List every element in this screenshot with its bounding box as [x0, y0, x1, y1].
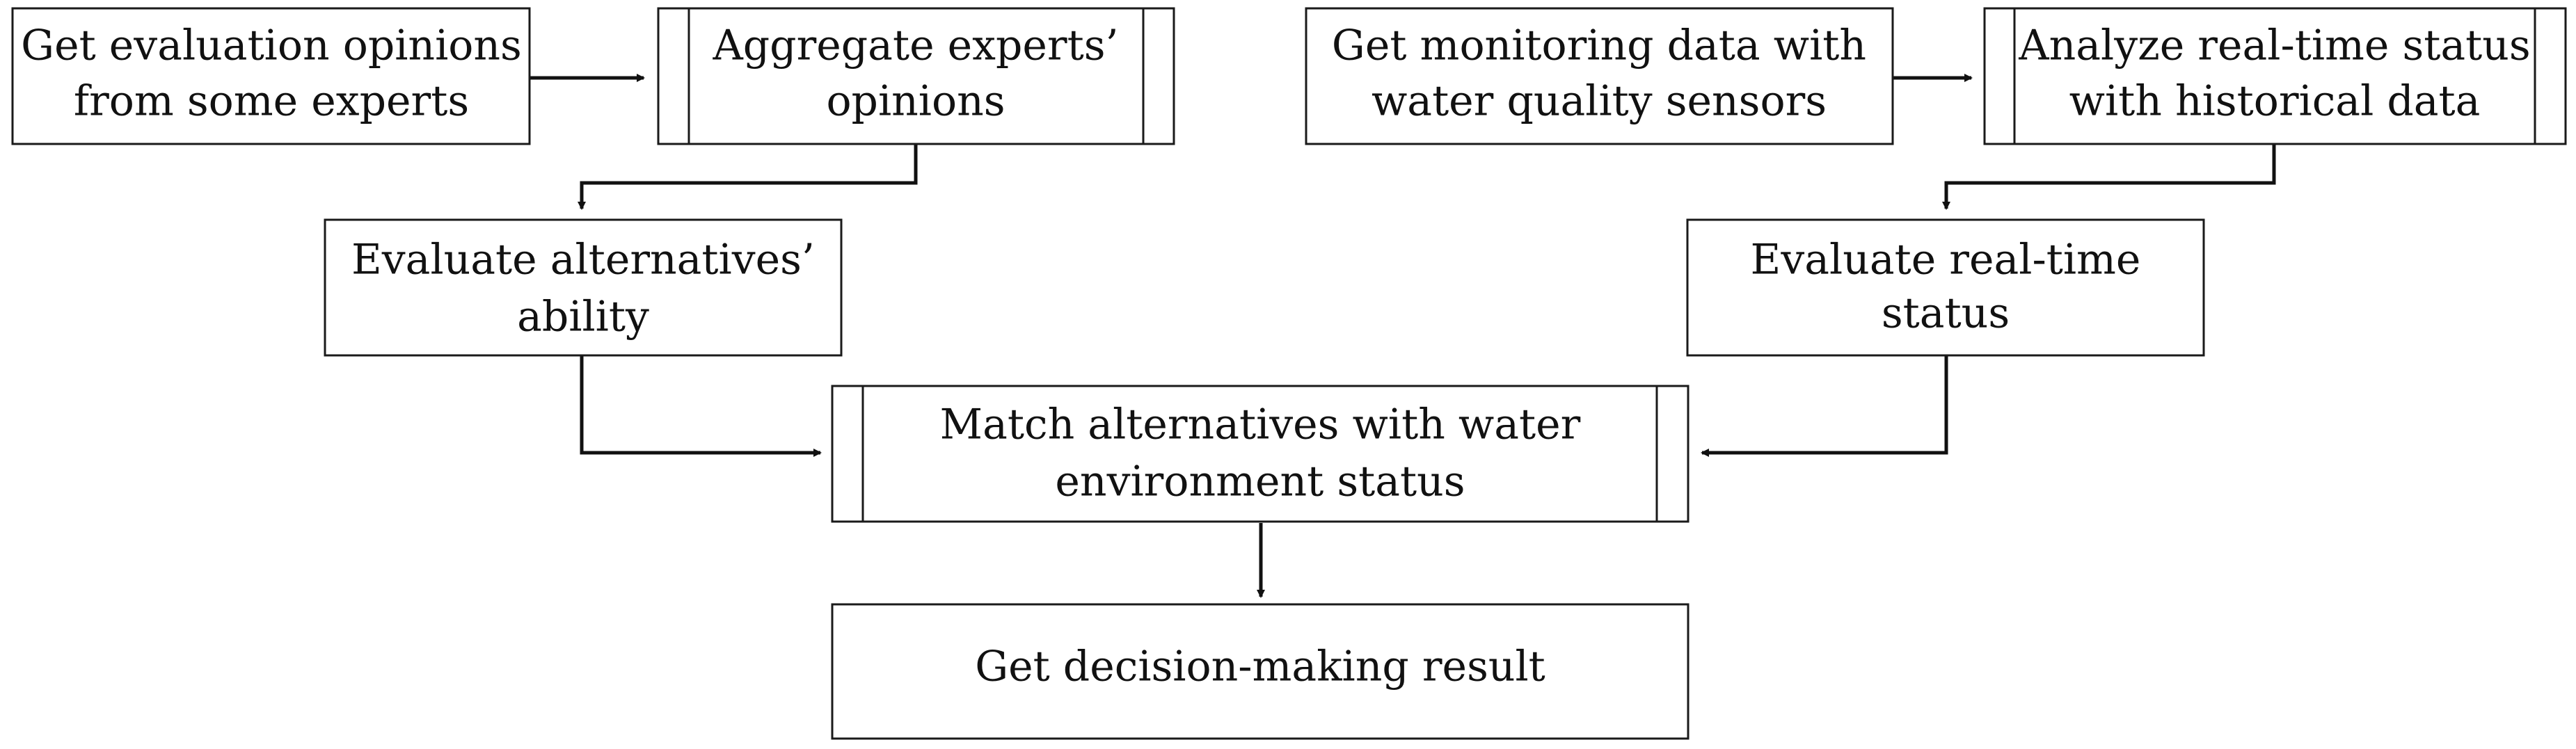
node-analyze-line-1: Analyze real-time status	[2018, 22, 2530, 70]
node-eval-alternatives-line-1: Evaluate alternatives’	[351, 236, 815, 284]
node-get-monitoring: Get monitoring data with water quality s…	[1305, 7, 1894, 145]
node-match-line-1: Match alternatives with water	[940, 401, 1581, 449]
edges	[530, 74, 2276, 598]
node-get-opinions: Get evaluation opinions from some expert…	[11, 7, 531, 145]
edge-eval-realtime-to-match	[1701, 356, 1948, 457]
node-get-monitoring-line-1: Get monitoring data with	[1332, 22, 1866, 70]
node-eval-realtime-line-2: status	[1882, 289, 2010, 338]
node-analyze: Analyze real-time status with historical…	[1983, 7, 2567, 145]
node-get-monitoring-line-2: water quality sensors	[1372, 77, 1827, 126]
node-eval-alternatives-line-2: ability	[517, 293, 649, 341]
node-aggregate: Aggregate experts’ opinions	[657, 7, 1175, 145]
node-result: Get decision-making result	[831, 603, 1689, 740]
node-eval-realtime-line-1: Evaluate real-time	[1751, 236, 2141, 284]
node-eval-alternatives: Evaluate alternatives’ ability	[324, 218, 843, 357]
node-get-opinions-line-2: from some experts	[74, 77, 469, 126]
node-aggregate-line-1: Aggregate experts’	[712, 22, 1118, 70]
edge-analyze-to-eval-realtime	[1942, 145, 2276, 210]
node-eval-realtime: Evaluate real-time status	[1686, 218, 2205, 357]
node-get-opinions-line-1: Get evaluation opinions	[21, 22, 522, 70]
node-match-line-2: environment status	[1055, 458, 1465, 506]
node-result-line-1: Get decision-making result	[975, 643, 1545, 691]
node-aggregate-line-2: opinions	[826, 77, 1005, 126]
edge-aggregate-to-eval-alternatives	[578, 145, 918, 210]
edge-eval-alternatives-to-match	[580, 356, 822, 457]
node-analyze-line-2: with historical data	[2069, 77, 2481, 126]
node-match: Match alternatives with water environmen…	[831, 385, 1689, 523]
